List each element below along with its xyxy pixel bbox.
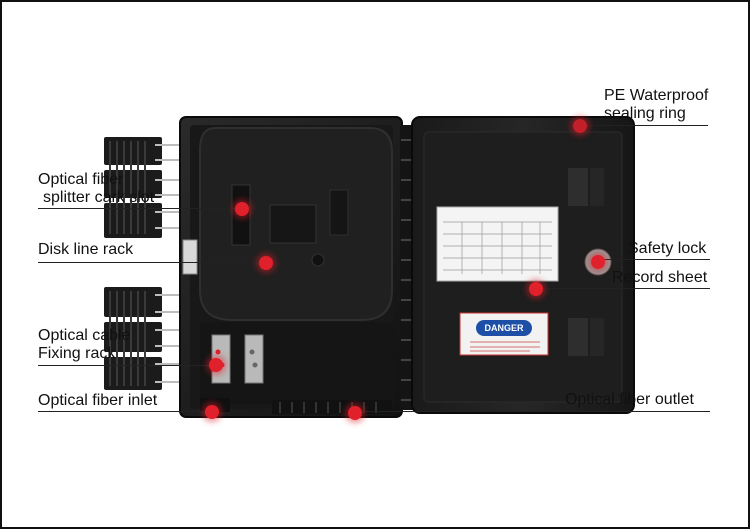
marker-splitter-slot <box>235 202 249 216</box>
marker-fiber-outlet <box>348 406 362 420</box>
cable-gland-top <box>104 137 182 238</box>
leader-line-fixing-rack <box>38 365 216 366</box>
label-optical-fiber-splitter-line1: Optical fiber <box>38 171 124 188</box>
label-optical-cable-line1: Optical cable <box>38 327 131 344</box>
leader-line-splitter <box>38 208 242 209</box>
label-record-sheet: Record sheet <box>612 269 708 286</box>
label-optical-cable-line2: Fixing rack <box>38 345 116 362</box>
label-optical-fiber-splitter-line2: splitter cark slot <box>43 189 155 206</box>
danger-sticker-text: DANGER <box>484 323 524 333</box>
marker-disk-line-rack <box>259 256 273 270</box>
leader-line-outlet <box>356 411 710 412</box>
label-optical-fiber-inlet: Optical fiber inlet <box>38 392 158 409</box>
leader-line-inlet <box>38 411 212 412</box>
label-pe-waterproof-line2: sealing ring <box>604 105 686 122</box>
label-optical-fiber-outlet: Optical fiber outlet <box>565 391 694 408</box>
marker-waterproof-ring <box>573 119 587 133</box>
marker-safety-lock <box>591 255 605 269</box>
label-safety-lock: Safety lock <box>628 240 707 257</box>
label-disk-line-rack: Disk line rack <box>38 241 134 258</box>
enclosure-body <box>179 116 403 418</box>
leader-line-safety-lock <box>598 259 710 260</box>
enclosure-door <box>411 116 635 414</box>
label-pe-waterproof-line1: PE Waterproof <box>604 87 709 104</box>
leader-line-waterproof <box>580 125 708 126</box>
marker-record-sheet <box>529 282 543 296</box>
marker-fiber-inlet <box>205 405 219 419</box>
marker-fixing-rack <box>209 358 223 372</box>
cable-gland-bottom <box>104 287 182 390</box>
leader-line-disk-rack <box>38 262 266 263</box>
leader-line-record-sheet <box>536 288 710 289</box>
